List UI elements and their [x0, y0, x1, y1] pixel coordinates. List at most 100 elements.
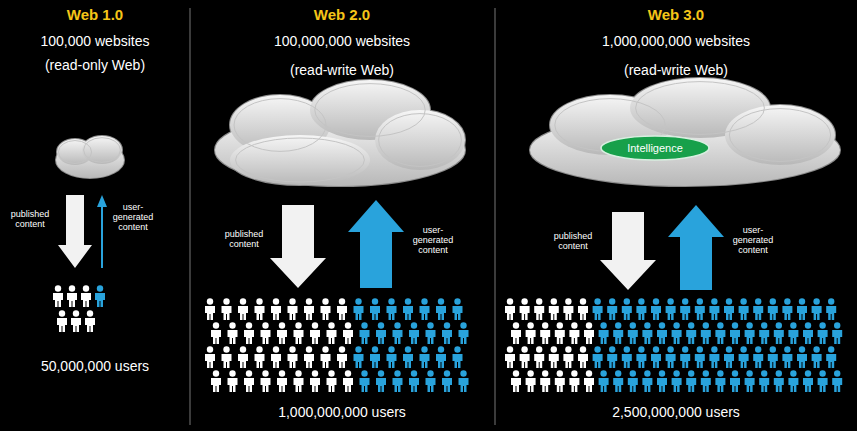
user-icon — [310, 370, 320, 392]
cloud-detail — [234, 99, 326, 152]
flow-label: published content — [220, 230, 268, 250]
intelligence-ellipse: Intelligence — [600, 135, 710, 161]
up-arrow-shaft — [101, 205, 103, 268]
user-icon — [370, 298, 380, 320]
user-icon — [753, 346, 763, 368]
user-icon — [53, 285, 63, 307]
user-icon — [826, 346, 836, 368]
user-icon — [686, 370, 696, 392]
user-icon — [818, 322, 828, 344]
user-icon — [294, 370, 304, 392]
user-icon — [695, 298, 705, 320]
user-icon — [420, 346, 430, 368]
cloud-fill — [375, 110, 465, 170]
up-arrow — [668, 205, 724, 290]
user-icon — [584, 322, 594, 344]
user-icon — [622, 298, 632, 320]
user-icon — [832, 322, 842, 344]
user-icon — [370, 346, 380, 368]
node-text: Intelligence — [627, 142, 683, 154]
cloud-detail — [315, 84, 425, 137]
user-icon — [459, 370, 469, 392]
user-icon — [442, 322, 452, 344]
column-title: Web 2.0 — [252, 6, 432, 23]
user-icon — [701, 322, 711, 344]
user-icon — [695, 346, 705, 368]
user-icon — [563, 298, 573, 320]
user-icon — [555, 322, 565, 344]
cloud-outline — [82, 136, 122, 164]
down-arrow — [600, 212, 656, 290]
user-icon — [812, 298, 822, 320]
user-icon — [222, 298, 232, 320]
cloud-outline — [230, 135, 370, 185]
user-count: 50,000,000 users — [5, 358, 185, 374]
user-icon — [599, 370, 609, 392]
user-icon — [211, 322, 221, 344]
user-icon — [666, 298, 676, 320]
user-icon — [622, 346, 632, 368]
user-icon — [205, 298, 215, 320]
user-icon — [534, 298, 544, 320]
site-count: 100,000 websites — [5, 33, 185, 49]
user-icon — [205, 346, 215, 368]
cloud-group — [56, 78, 840, 186]
user-icon — [277, 370, 287, 392]
user-icon — [426, 322, 436, 344]
user-icon — [534, 346, 544, 368]
user-icon — [672, 322, 682, 344]
user-icon — [57, 310, 67, 332]
user-icon — [238, 346, 248, 368]
flow-label: published content — [6, 210, 54, 230]
user-icon — [657, 322, 667, 344]
user-icon — [782, 298, 792, 320]
user-icon — [768, 346, 778, 368]
user-icon — [244, 370, 254, 392]
user-icon — [409, 370, 419, 392]
cloud-detail — [236, 138, 365, 182]
user-icon — [520, 298, 530, 320]
user-icon — [672, 370, 682, 392]
user-icon — [453, 346, 463, 368]
user-icon — [607, 346, 617, 368]
user-icon — [613, 370, 623, 392]
user-icon — [797, 298, 807, 320]
flow-label: user-generated content — [408, 226, 458, 256]
user-icon — [563, 346, 573, 368]
user-icon — [294, 322, 304, 344]
user-icon — [774, 370, 784, 392]
user-icon — [238, 298, 248, 320]
user-icon — [81, 285, 91, 307]
user-icon — [759, 322, 769, 344]
user-icon — [526, 370, 536, 392]
user-icon — [222, 346, 232, 368]
user-icon — [724, 346, 734, 368]
user-icon — [321, 298, 331, 320]
user-icon — [436, 298, 446, 320]
cloud-outline — [375, 110, 465, 170]
cloud — [530, 78, 840, 186]
column-divider — [190, 8, 191, 425]
user-icon — [709, 298, 719, 320]
user-icon — [337, 346, 347, 368]
user-icon — [321, 346, 331, 368]
user-icon — [666, 346, 676, 368]
user-icon — [730, 370, 740, 392]
cloud-fill — [82, 136, 122, 164]
user-icon — [578, 346, 588, 368]
user-icon — [818, 370, 828, 392]
user-icon — [739, 298, 749, 320]
cloud-detail — [636, 82, 765, 135]
user-icon — [271, 298, 281, 320]
user-icons — [53, 285, 842, 392]
user-icon — [360, 322, 370, 344]
user-icon — [715, 322, 725, 344]
user-icon — [715, 370, 725, 392]
user-icon — [376, 322, 386, 344]
user-icon — [549, 346, 559, 368]
user-icon — [255, 346, 265, 368]
ellipse-shape — [601, 136, 709, 160]
user-icon — [642, 370, 652, 392]
user-icon — [540, 370, 550, 392]
user-icon — [832, 370, 842, 392]
